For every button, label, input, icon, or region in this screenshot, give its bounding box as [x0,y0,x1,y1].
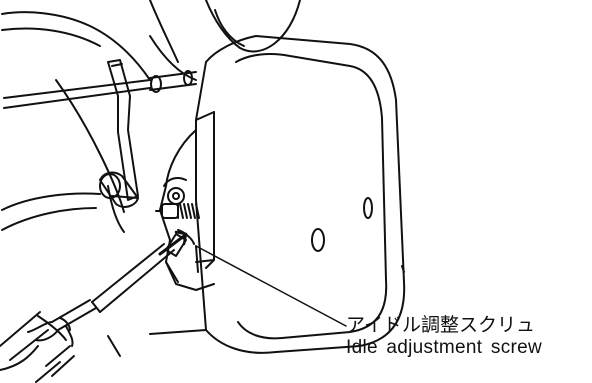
choke-knob [99,171,139,208]
idle-screw-callout: アイドル調整スクリュ Idle adjustment screw [346,314,590,360]
carburetor-cover [149,35,406,354]
throttle-cable [3,70,197,109]
rotation-arrow [158,230,188,256]
callout-label-en: Idle adjustment screw [346,337,543,358]
throttle-lever [107,59,139,201]
leader-line [195,245,347,327]
carburetor-body [159,129,215,291]
screwdriver-icon [0,233,187,383]
engine-outline [1,0,301,233]
callout-label-jp: アイドル調整スクリュ [346,314,536,336]
idle-adjustment-screw [155,203,200,219]
